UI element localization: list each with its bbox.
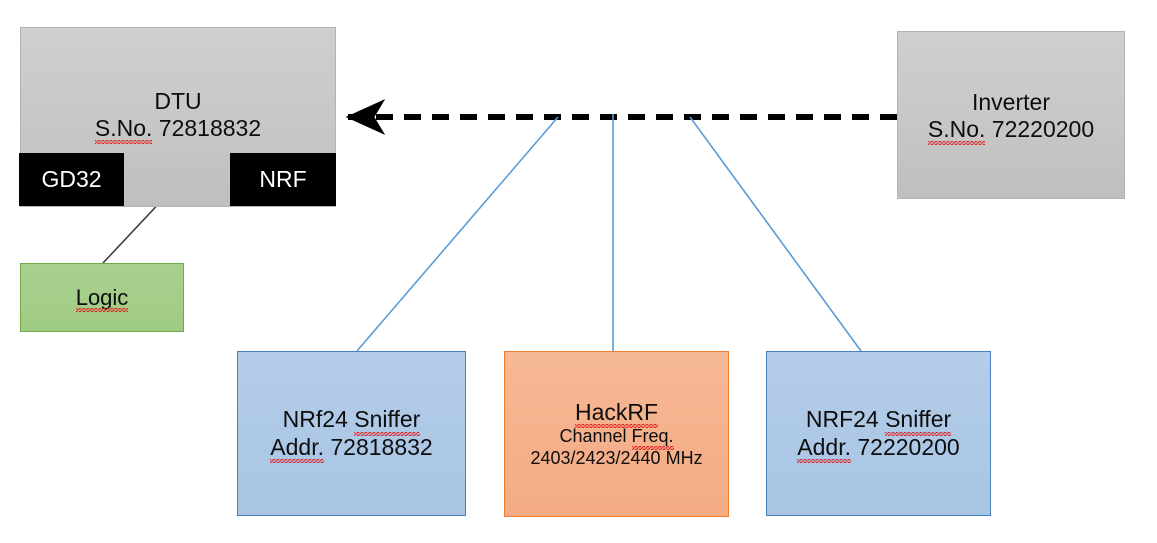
- inverter-serial-prefix: S.No.: [927, 116, 986, 146]
- logic-label-text: Logic: [75, 284, 129, 313]
- node-inverter[interactable]: Inverter S.No. 72220200: [897, 31, 1125, 199]
- hackrf-title-text: HackRF: [574, 399, 659, 429]
- nrf-label: NRF: [259, 165, 307, 192]
- dtu-serial: S.No. 72818832: [94, 115, 262, 145]
- sniffer-left-addr-prefix: Addr.: [270, 433, 324, 463]
- sniffer-right-role: Sniffer: [885, 406, 952, 436]
- node-nrf[interactable]: NRF: [230, 153, 336, 206]
- sniffer-left-model: NRf24: [282, 406, 355, 433]
- node-sniffer-right[interactable]: NRF24 Sniffer Addr. 72220200: [766, 351, 991, 516]
- hackrf-channel-label: Channel Freq.: [559, 426, 674, 450]
- sniffer-left-addr-value: 72818832: [323, 433, 433, 460]
- sniffer-left-line1: NRf24 Sniffer: [282, 406, 421, 436]
- dtu-serial-prefix: S.No.: [94, 115, 153, 145]
- sniffer-right-model: NRF24: [805, 406, 886, 433]
- sniffer-right-line2: Addr. 72220200: [797, 433, 960, 463]
- wire-sniffer-left: [356, 116, 559, 352]
- hackrf-title: HackRF: [574, 399, 659, 429]
- wire-sniffer-right: [689, 116, 862, 352]
- sniffer-left-role: Sniffer: [354, 406, 421, 436]
- sniffer-left-line2: Addr. 72818832: [270, 433, 433, 463]
- hackrf-channel-word: Channel: [559, 426, 632, 447]
- node-hackrf[interactable]: HackRF Channel Freq. 2403/2423/2440 MHz: [504, 351, 729, 517]
- node-gd32[interactable]: GD32: [19, 153, 124, 206]
- sniffer-right-line1: NRF24 Sniffer: [805, 406, 952, 436]
- logic-label: Logic: [75, 284, 129, 313]
- inverter-serial-value: 72220200: [985, 116, 1095, 143]
- sniffer-right-addr-value: 72220200: [850, 433, 960, 460]
- inverter-serial: S.No. 72220200: [927, 116, 1095, 146]
- hackrf-frequencies: 2403/2423/2440 MHz: [530, 447, 703, 468]
- hackrf-freq-word: Freq.: [631, 426, 674, 450]
- dtu-serial-value: 72818832: [152, 115, 262, 142]
- sniffer-right-addr-prefix: Addr.: [797, 433, 851, 463]
- node-logic[interactable]: Logic: [20, 263, 184, 332]
- node-sniffer-left[interactable]: NRf24 Sniffer Addr. 72818832: [237, 351, 466, 516]
- inverter-label: Inverter: [972, 89, 1050, 115]
- gd32-label: GD32: [41, 165, 102, 192]
- dtu-label: DTU: [154, 88, 202, 114]
